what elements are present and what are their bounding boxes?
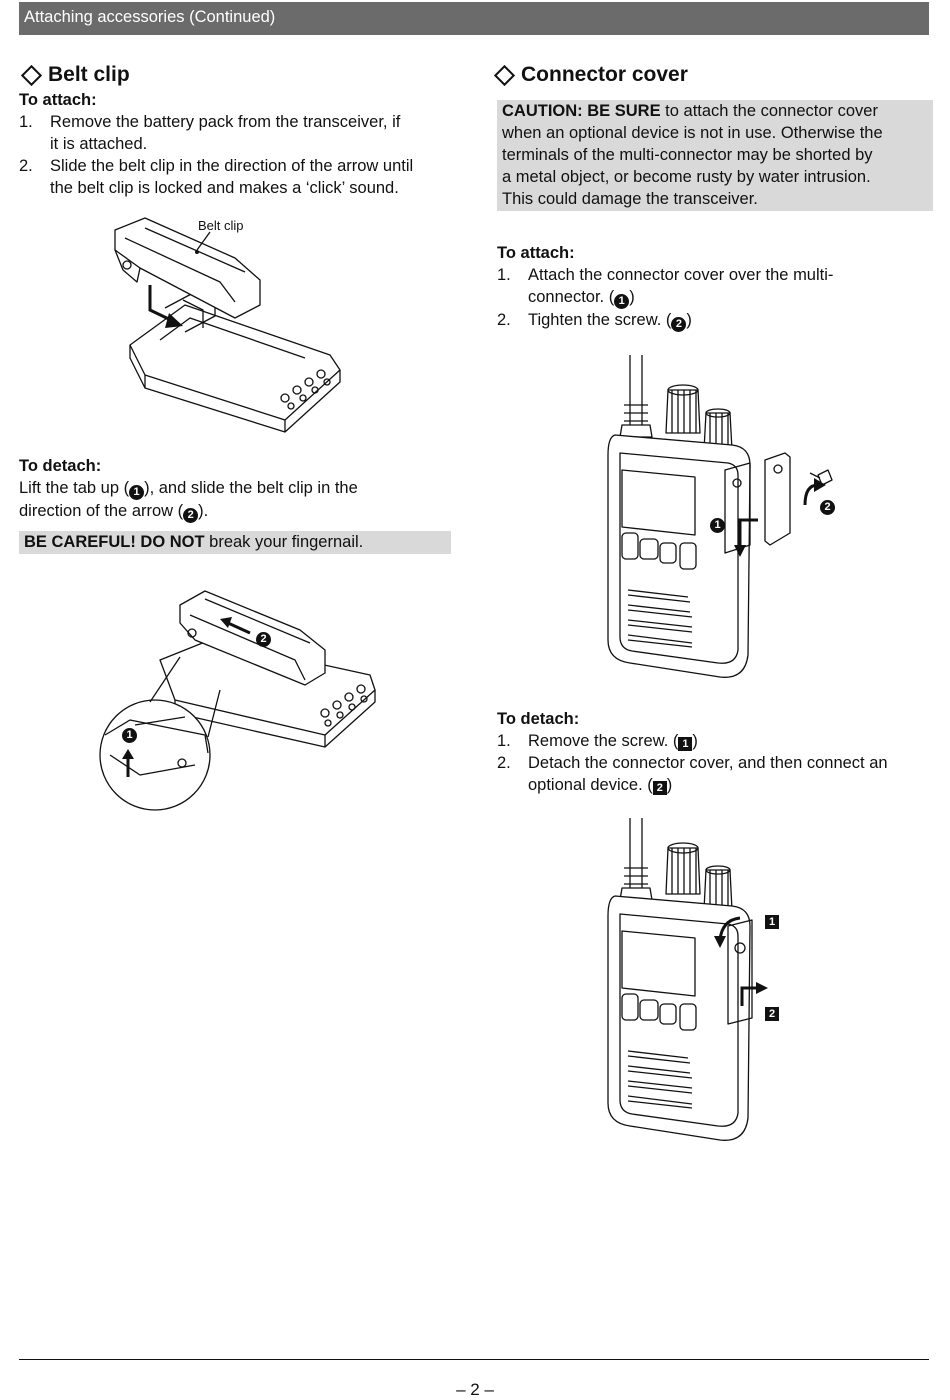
connector-cover-attach-step-2: 2. Tighten the screw. (2) [497, 311, 692, 332]
connector-cover-detach-step-1: 1. Remove the screw. (1) [497, 732, 698, 751]
connector-cover-section: Connector cover CAUTION: BE SURE to atta… [493, 61, 933, 211]
belt-clip-detach-line-2: direction of the arrow (2). [19, 502, 209, 523]
step-marker-2: 2 [765, 1007, 779, 1021]
callout-marker-2: 2 [820, 500, 835, 515]
belt-clip-label: Belt clip [198, 218, 244, 233]
belt-clip-attach-step-2: 2. Slide the belt clip in the direction … [19, 157, 414, 197]
section-header-title: Attaching accessories (Continued) [24, 8, 276, 26]
callout-marker-1: 1 [614, 294, 630, 309]
callout-marker-2: 2 [671, 317, 687, 332]
callout-marker-1: 1 [129, 485, 145, 500]
belt-clip-attach-heading: To attach: [19, 91, 97, 109]
caution-box: CAUTION: BE SURE to attach the connector… [497, 100, 933, 211]
callout-marker-2: 2 [183, 508, 199, 523]
belt-clip-detach-illustration [100, 585, 385, 810]
belt-clip-attach-step-1: 1. Remove the battery pack from the tran… [19, 113, 401, 153]
connector-cover-detach-step-2: 2. Detach the connector cover, and then … [497, 754, 888, 795]
connector-cover-detach-heading: To detach: [497, 710, 580, 728]
belt-clip-detach-section: To detach: Lift the tab up (1), and slid… [19, 455, 459, 554]
callout-marker-1: 1 [710, 518, 725, 533]
belt-clip-title: Belt clip [19, 61, 459, 89]
callout-marker-1: 1 [122, 728, 137, 743]
careful-notice: BE CAREFUL! DO NOT break your fingernail… [19, 531, 451, 554]
step-marker-2: 2 [652, 781, 667, 795]
step-marker-1: 1 [678, 737, 693, 751]
section-header-bar: Attaching accessories (Continued) [19, 2, 929, 35]
callout-marker-2: 2 [256, 632, 271, 647]
belt-clip-section: Belt clip To attach: 1. Remove the batte… [19, 61, 459, 199]
connector-cover-attach: To attach: 1. Attach the connector cover… [497, 242, 933, 332]
connector-cover-detach-illustration [600, 818, 768, 1143]
diamond-icon [493, 64, 516, 86]
connector-cover-title: Connector cover [492, 61, 933, 89]
belt-clip-attach-illustration [105, 210, 355, 435]
connector-cover-attach-step-1: 1. Attach the connector cover over the m… [497, 266, 834, 309]
connector-cover-attach-illustration [600, 355, 840, 680]
belt-clip-detach-heading: To detach: [19, 457, 102, 475]
diamond-icon [20, 64, 43, 86]
footer-rule [19, 1359, 929, 1360]
step-marker-1: 1 [765, 915, 779, 929]
page-number: – 2 – [456, 1380, 494, 1399]
connector-cover-detach: To detach: 1. Remove the screw. (1) 2. D… [497, 708, 933, 796]
belt-clip-detach-line-1: Lift the tab up (1), and slide the belt … [19, 479, 358, 500]
connector-cover-attach-heading: To attach: [497, 244, 575, 262]
